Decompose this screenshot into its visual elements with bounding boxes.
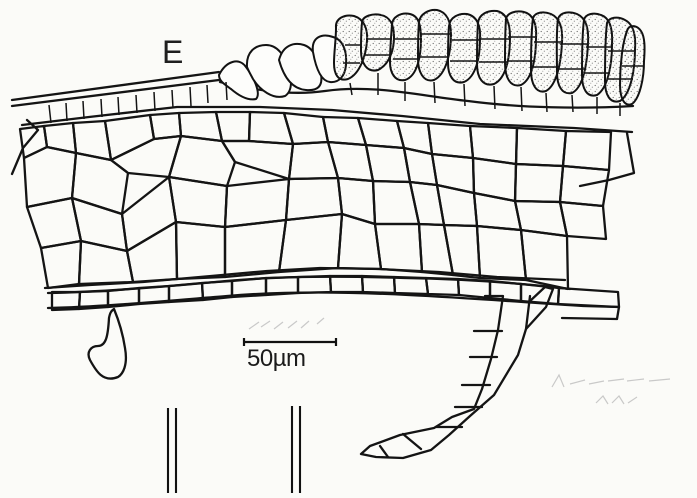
cell: [122, 177, 176, 251]
section-drawing-stubs: [168, 406, 300, 493]
basal-cell: [521, 284, 559, 304]
basal-cell: [298, 276, 331, 293]
cell: [41, 241, 81, 288]
left-rhizoid: [89, 309, 126, 379]
cell: [72, 153, 128, 214]
cell: [222, 141, 293, 179]
cell: [397, 121, 432, 154]
faint-scale-note: [247, 318, 333, 334]
epidermis-inner-line: [12, 80, 219, 106]
cell: [105, 115, 154, 160]
scale-bar-label: 50µm: [247, 347, 306, 371]
cell: [560, 202, 606, 239]
cell: [79, 241, 133, 284]
cell: [279, 214, 342, 272]
cell: [338, 178, 375, 224]
cell: [169, 177, 227, 227]
basal-cell: [330, 276, 363, 292]
cell: [225, 220, 286, 277]
basal-cell: [490, 281, 521, 301]
cell: [516, 128, 566, 166]
cell: [176, 222, 225, 279]
cell: [216, 112, 250, 141]
cell: [515, 164, 563, 202]
cell: [563, 131, 611, 170]
central-rhizoid: [361, 296, 530, 458]
cell: [375, 224, 422, 272]
cell: [286, 178, 342, 220]
basal-cell: [558, 288, 619, 307]
rhizoid-branch: [526, 287, 553, 329]
epidermis-outer-line: [12, 72, 219, 100]
cell: [150, 113, 181, 139]
cell: [410, 182, 444, 225]
rhizoid-crosswalls: [380, 331, 502, 457]
epidermis-label: E: [162, 36, 183, 68]
cell: [127, 222, 177, 282]
faint-margin-note: [548, 374, 673, 416]
cell: [437, 185, 477, 226]
cell: [249, 112, 293, 144]
cell: [284, 113, 328, 144]
cell: [444, 225, 480, 278]
cell: [428, 123, 473, 158]
cell: [477, 226, 526, 280]
